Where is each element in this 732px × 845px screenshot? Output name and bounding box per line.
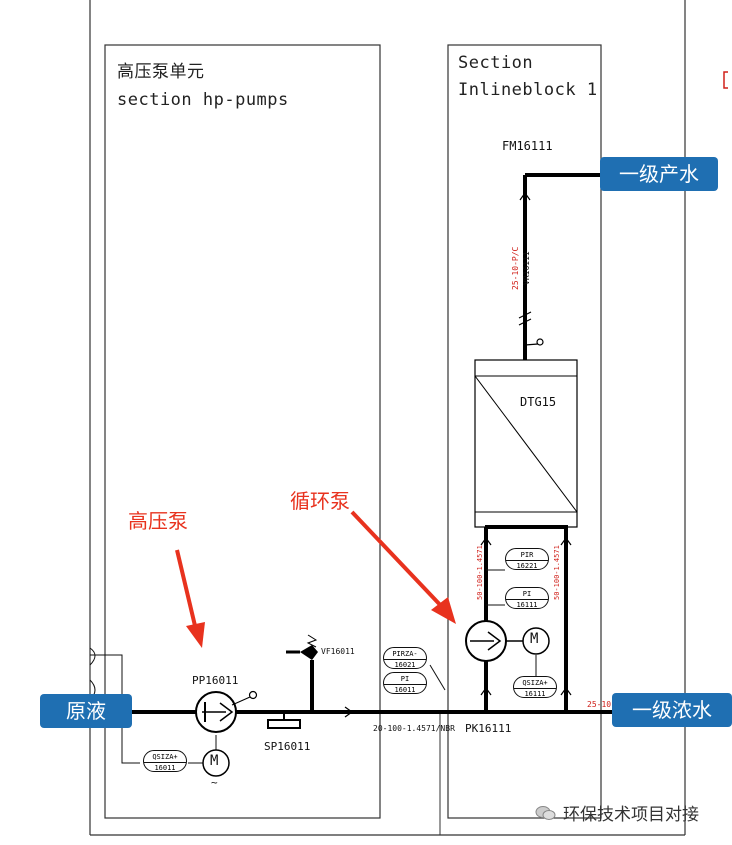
instrument-number: 16021 — [394, 661, 416, 669]
tag-raw-liquid: 原液 — [40, 694, 132, 728]
instrument-number: 16011 — [154, 764, 176, 772]
label-permeate-pipe: 25-10-P/C — [511, 246, 520, 290]
callout-hp-pump: 高压泵 — [128, 509, 188, 533]
circ-pump-symbol — [465, 620, 550, 662]
instrument-tag: QSIZA+ — [514, 678, 556, 689]
hp-section-title-en: section hp-pumps — [117, 90, 289, 110]
inline-section-title-2: Inlineblock 1 — [458, 80, 598, 100]
hp-pump-symbol — [195, 690, 258, 777]
tag-concentrate: 一级浓水 — [612, 693, 732, 727]
label-module-pipe-1: 50-100-1.4571 — [476, 545, 484, 600]
instrument-tag: PI — [384, 674, 426, 685]
section-hp-pumps-box — [104, 44, 381, 819]
label-vf: VF16011 — [321, 647, 355, 656]
outer-frame — [89, 0, 686, 836]
instrument-bubble: PIRZA-16021 — [383, 647, 427, 669]
instrument-tag: PI — [506, 589, 548, 600]
label-sp: SP16011 — [264, 740, 311, 753]
inline-section-title-1: Section — [458, 53, 534, 73]
membrane-module-symbol — [474, 359, 578, 529]
watermark: 环保技术项目对接 — [535, 800, 699, 825]
motor-label-hp: M — [210, 753, 219, 769]
label-pk: PK16111 — [465, 722, 512, 735]
wechat-icon — [535, 805, 557, 821]
motor-label-circ: M — [530, 631, 539, 647]
instrument-number: 16111 — [516, 601, 538, 609]
label-main-pipe: 20-100-1.4571/NBR — [373, 724, 455, 733]
sp-strainer-symbol — [267, 712, 301, 729]
label-dt: DTG15 — [520, 395, 557, 409]
hp-section-title-cn: 高压泵单元 — [117, 62, 205, 82]
instrument-bubble: QSIZA+16011 — [143, 750, 187, 772]
motor-tilde-hp: ~ — [211, 776, 218, 789]
section-inline-box — [447, 44, 602, 819]
vf-valve-symbol — [286, 634, 318, 660]
label-fm: FM16111 — [502, 139, 553, 153]
instrument-number: 16221 — [516, 562, 538, 570]
watermark-text: 环保技术项目对接 — [563, 805, 699, 825]
instrument-number: 16111 — [524, 690, 546, 698]
callout-arrows — [175, 510, 456, 648]
instrument-bubble: QSIZA+16111 — [513, 676, 557, 698]
instrument-tag: PIRZA- — [384, 649, 426, 660]
vr-valve-symbol — [518, 311, 544, 346]
label-module-pipe-2: 50-100-1.4571 — [553, 545, 561, 600]
label-pp: PP16011 — [192, 674, 239, 687]
tag-permeate: 一级产水 — [600, 157, 718, 191]
flow-arrows — [344, 191, 572, 718]
instrument-tag: QSIZA+ — [144, 752, 186, 763]
edge-mark — [723, 71, 728, 89]
label-conc-pipe: 25-10 — [587, 700, 612, 709]
instrument-tag: PIR — [506, 550, 548, 561]
callout-circ-pump: 循环泵 — [290, 489, 350, 513]
instrument-number: 16011 — [394, 686, 416, 694]
label-vr: VR16111 — [522, 251, 531, 285]
